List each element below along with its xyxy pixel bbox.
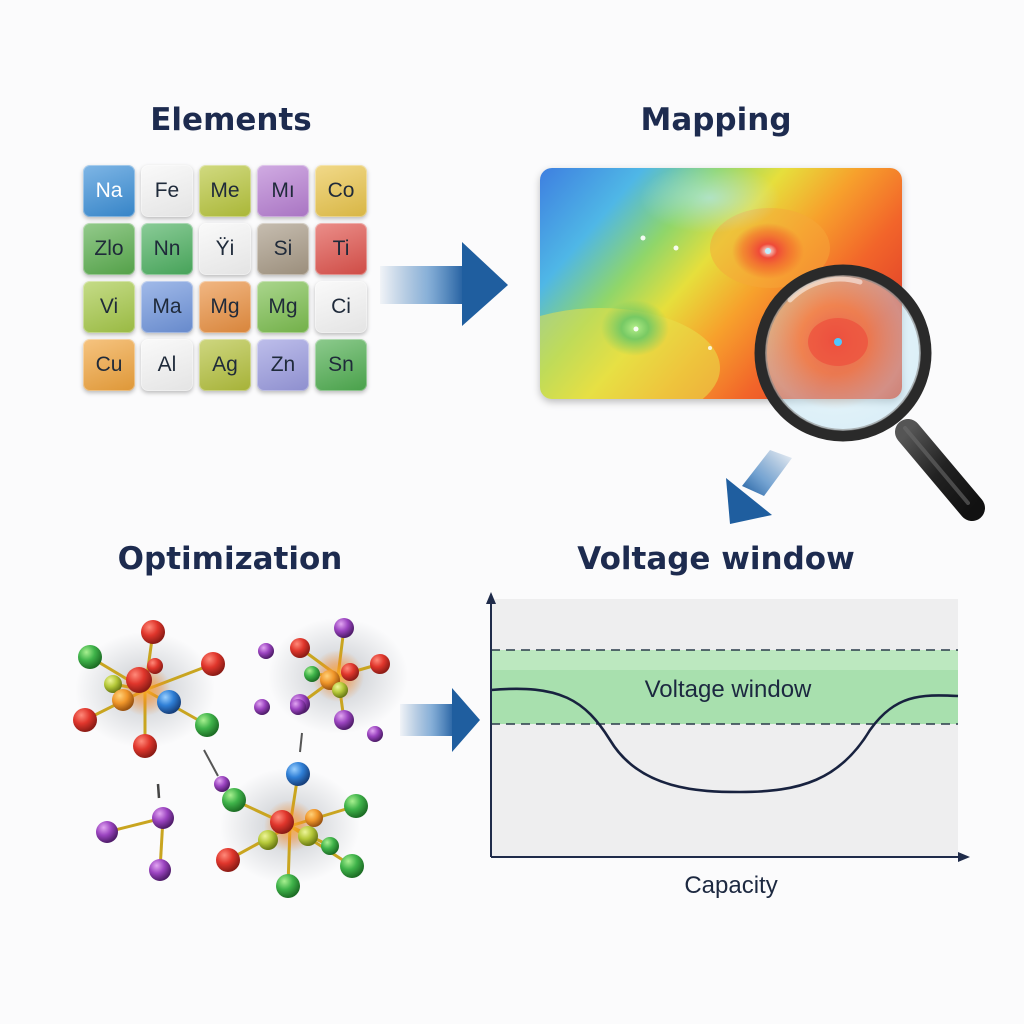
arrow-right-icon [400,688,480,752]
element-tile: Ti [315,223,367,275]
molecule-icon [73,620,225,758]
atom [258,830,278,850]
element-tile: Ma [141,281,193,333]
atom [195,713,219,737]
element-tile: Fe [141,165,193,217]
atom [270,810,294,834]
atom [152,807,174,829]
element-tile: Si [257,223,309,275]
atom [78,645,102,669]
atom [222,788,246,812]
element-tile: Co [315,165,367,217]
atom [104,675,122,693]
atom [341,663,359,681]
atom [290,699,306,715]
element-tile: Mg [199,281,251,333]
molecule-cluster [73,618,408,898]
atom [370,654,390,674]
atom [332,682,348,698]
element-tile: Me [199,165,251,217]
atom [286,762,310,786]
atom [133,734,157,758]
atom [334,618,354,638]
atom [321,837,339,855]
molecule-icon [216,762,368,898]
atom [276,874,300,898]
arrow-right-icon [380,242,508,326]
element-tile: Vi [83,281,135,333]
atom [147,658,163,674]
atom [73,708,97,732]
voltage-window-band-label: Voltage window [644,676,812,703]
atom [149,859,171,881]
magnifier-icon [754,264,985,521]
molecule-icon [268,618,408,734]
voltage-curve [490,687,959,794]
optimization-title: Optimization [117,541,343,577]
atom [258,643,274,659]
dash-mark [203,749,219,777]
element-tile: Sn [315,339,367,391]
atom [344,794,368,818]
atom [290,638,310,658]
element-tile: Ci [315,281,367,333]
atom [96,821,118,843]
element-tile: Nn [141,223,193,275]
element-tile: Cu [83,339,135,391]
atom [214,776,230,792]
element-tile: Ÿi [199,223,251,275]
atom [305,809,323,827]
voltage-chart [486,592,970,862]
x-axis-label: Capacity [684,872,778,899]
voltage-window-title: Voltage window [577,541,855,577]
atom [157,690,181,714]
atom [304,666,320,682]
dash-mark [299,732,303,753]
element-tile: Zn [257,339,309,391]
element-tile: Na [83,165,135,217]
arrow-down-left-icon [726,450,792,524]
element-tile: Mg [257,281,309,333]
atom [201,652,225,676]
atom [254,699,270,715]
atom [334,710,354,730]
atom [126,667,152,693]
atom [112,689,134,711]
elements-title: Elements [150,102,312,138]
element-tile: Ag [199,339,251,391]
element-tile: Zlo [83,223,135,275]
atom [340,854,364,878]
mapping-title: Mapping [640,102,792,138]
atom [298,826,318,846]
atom [367,726,383,742]
molecule-icon [96,783,174,881]
element-tile: Mı [257,165,309,217]
atom [216,848,240,872]
atom [141,620,165,644]
element-tile: Al [141,339,193,391]
